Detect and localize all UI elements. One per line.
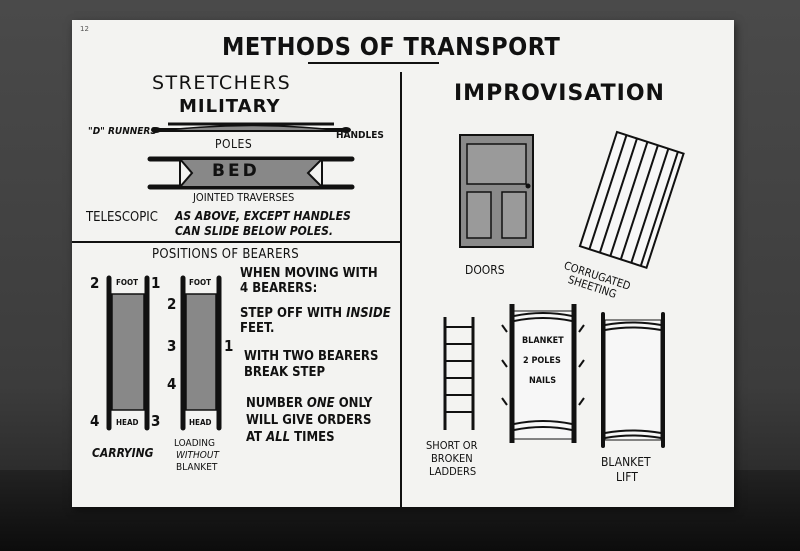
doors-label: DOORS: [465, 263, 505, 277]
carrying-caption: CARRYING: [92, 446, 154, 460]
instr-all: ALL: [266, 430, 291, 445]
carry-number-2: 2: [90, 274, 100, 292]
ladders-line1: SHORT OR: [426, 439, 478, 452]
load-number-4: 4: [167, 375, 177, 393]
label-handles: HANDLES: [336, 130, 384, 141]
instr-number-a: NUMBER: [246, 396, 303, 411]
loading-stretcher-illustration: [180, 275, 222, 431]
instr-step-line2: FEET.: [240, 321, 275, 336]
carry-number-1: 1: [151, 274, 161, 292]
page-number: 12: [80, 25, 89, 33]
positions-heading: POSITIONS OF BEARERS: [152, 247, 299, 262]
blanket-text2: 2 POLES: [523, 356, 561, 366]
label-bed: BED: [212, 161, 260, 181]
telescopic-line2: CAN SLIDE BELOW POLES.: [175, 224, 333, 238]
blanket-text1: BLANKET: [522, 336, 564, 346]
instr-two-line2: BREAK STEP: [244, 365, 326, 380]
carry-head-label: HEAD: [116, 418, 139, 427]
instr-step-text: STEP OFF WITH: [240, 306, 343, 321]
carrying-stretcher-illustration: [106, 275, 150, 431]
loading-line2: WITHOUT: [176, 450, 219, 461]
instr-two-line1: WITH TWO BEARERS: [244, 349, 379, 364]
instr-number-one: ONE: [306, 396, 335, 411]
instr-times: TIMES: [294, 430, 335, 445]
load-number-1: 1: [224, 337, 234, 355]
load-foot-label: FOOT: [189, 278, 212, 287]
instr-step-inside: INSIDE: [346, 306, 391, 321]
stretcher-side-illustration: [151, 122, 351, 133]
loading-line3: BLANKET: [176, 462, 218, 473]
instr-number-line: NUMBER ONE ONLY: [246, 397, 372, 410]
telescopic-line1: AS ABOVE, EXCEPT HANDLES: [175, 209, 351, 223]
blanket-lift-illustration: [601, 312, 665, 448]
instr-moving-line1: WHEN MOVING WITH: [240, 266, 378, 281]
instr-step-line1: STEP OFF WITH INSIDE: [240, 307, 391, 320]
blanket-lift-line2: LIFT: [616, 470, 638, 484]
carry-foot-label: FOOT: [116, 278, 139, 287]
instruction-board: 12 METHODS OF TRANSPORT STRETCHERS MILIT…: [72, 20, 734, 507]
blanket-poles-illustration: [501, 304, 585, 443]
improvisation-heading: IMPROVISATION: [454, 81, 665, 106]
ladders-line2: BROKEN: [431, 452, 473, 465]
door-illustration: [459, 134, 534, 248]
board-title: METHODS OF TRANSPORT: [222, 34, 560, 59]
carry-number-3: 3: [151, 412, 161, 430]
telescopic-label: TELESCOPIC: [86, 210, 158, 225]
ladders-line3: LADDERS: [429, 465, 477, 478]
board-title-text: METHODS OF TRANSPORT: [222, 32, 561, 61]
load-head-label: HEAD: [189, 418, 212, 427]
instr-moving-line2: 4 BEARERS:: [240, 281, 318, 296]
corrugated-sheeting-illustration: [578, 130, 685, 270]
instr-times-line: AT ALL TIMES: [246, 431, 335, 444]
military-heading: MILITARY: [179, 96, 281, 117]
load-number-2: 2: [167, 295, 177, 313]
label-poles: POLES: [215, 137, 253, 151]
instr-orders-line: WILL GIVE ORDERS: [246, 413, 372, 428]
instr-at: AT: [246, 430, 263, 445]
load-number-3: 3: [167, 337, 177, 355]
board-drawings: [72, 72, 685, 507]
blanket-text3: NAILS: [529, 376, 557, 386]
carry-number-4: 4: [90, 412, 100, 430]
title-underline: [308, 62, 439, 64]
label-jointed-traverses: JOINTED TRAVERSES: [193, 191, 295, 204]
loading-line1: LOADING: [174, 438, 215, 449]
ladder-illustration: [443, 317, 475, 430]
instr-number-b: ONLY: [338, 396, 373, 411]
stretchers-heading: STRETCHERS: [152, 72, 292, 94]
blanket-lift-line1: BLANKET: [601, 455, 651, 469]
stretcher-bed-illustration: [147, 156, 355, 190]
label-d-runners: "D" RUNNERS: [88, 126, 157, 137]
